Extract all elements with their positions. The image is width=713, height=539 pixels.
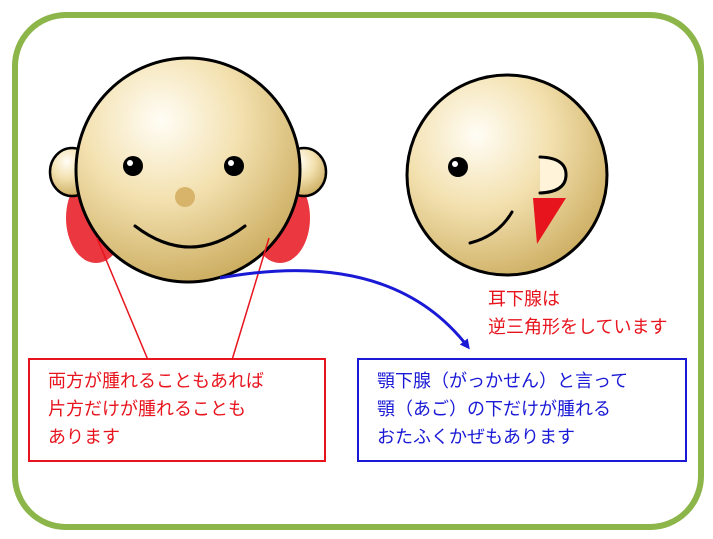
submandibular-note-line: 顎下腺（がっかせん）と言って [377, 371, 629, 392]
submandibular-note-line: 顎（あご）の下だけが腫れる [377, 399, 611, 420]
side-ear [538, 155, 568, 195]
side-head [405, 73, 609, 277]
left-eye [123, 156, 143, 176]
parotid-label: 耳下腺は 逆三角形をしています [488, 286, 667, 342]
front-face [48, 56, 328, 284]
side-face [405, 73, 609, 277]
parotid-label-line: 耳下腺は [488, 289, 560, 310]
pointer-line-left [96, 237, 149, 361]
both-sides-note-box: 両方が腫れることもあれば 片方だけが腫れることも あります [28, 358, 326, 462]
parotid-label-line: 逆三角形をしています [488, 317, 668, 338]
pointer-line-right [231, 237, 270, 361]
parotid-triangle [533, 198, 566, 244]
side-eye [448, 157, 468, 177]
submandibular-note-box: 顎下腺（がっかせん）と言って 顎（あご）の下だけが腫れる おたふくかぜもあります [357, 358, 687, 462]
nose [175, 187, 195, 207]
arrow-to-submandibular-note [219, 269, 470, 350]
both-sides-note-line: 片方だけが腫れることも [48, 399, 246, 420]
submandibular-note-line: おたふくかぜもあります [377, 427, 575, 448]
both-sides-note-line: 両方が腫れることもあれば [48, 371, 264, 392]
mouth [133, 224, 247, 249]
right-eye [224, 156, 244, 176]
side-mouth [468, 210, 514, 245]
both-sides-note-line: あります [48, 427, 120, 448]
